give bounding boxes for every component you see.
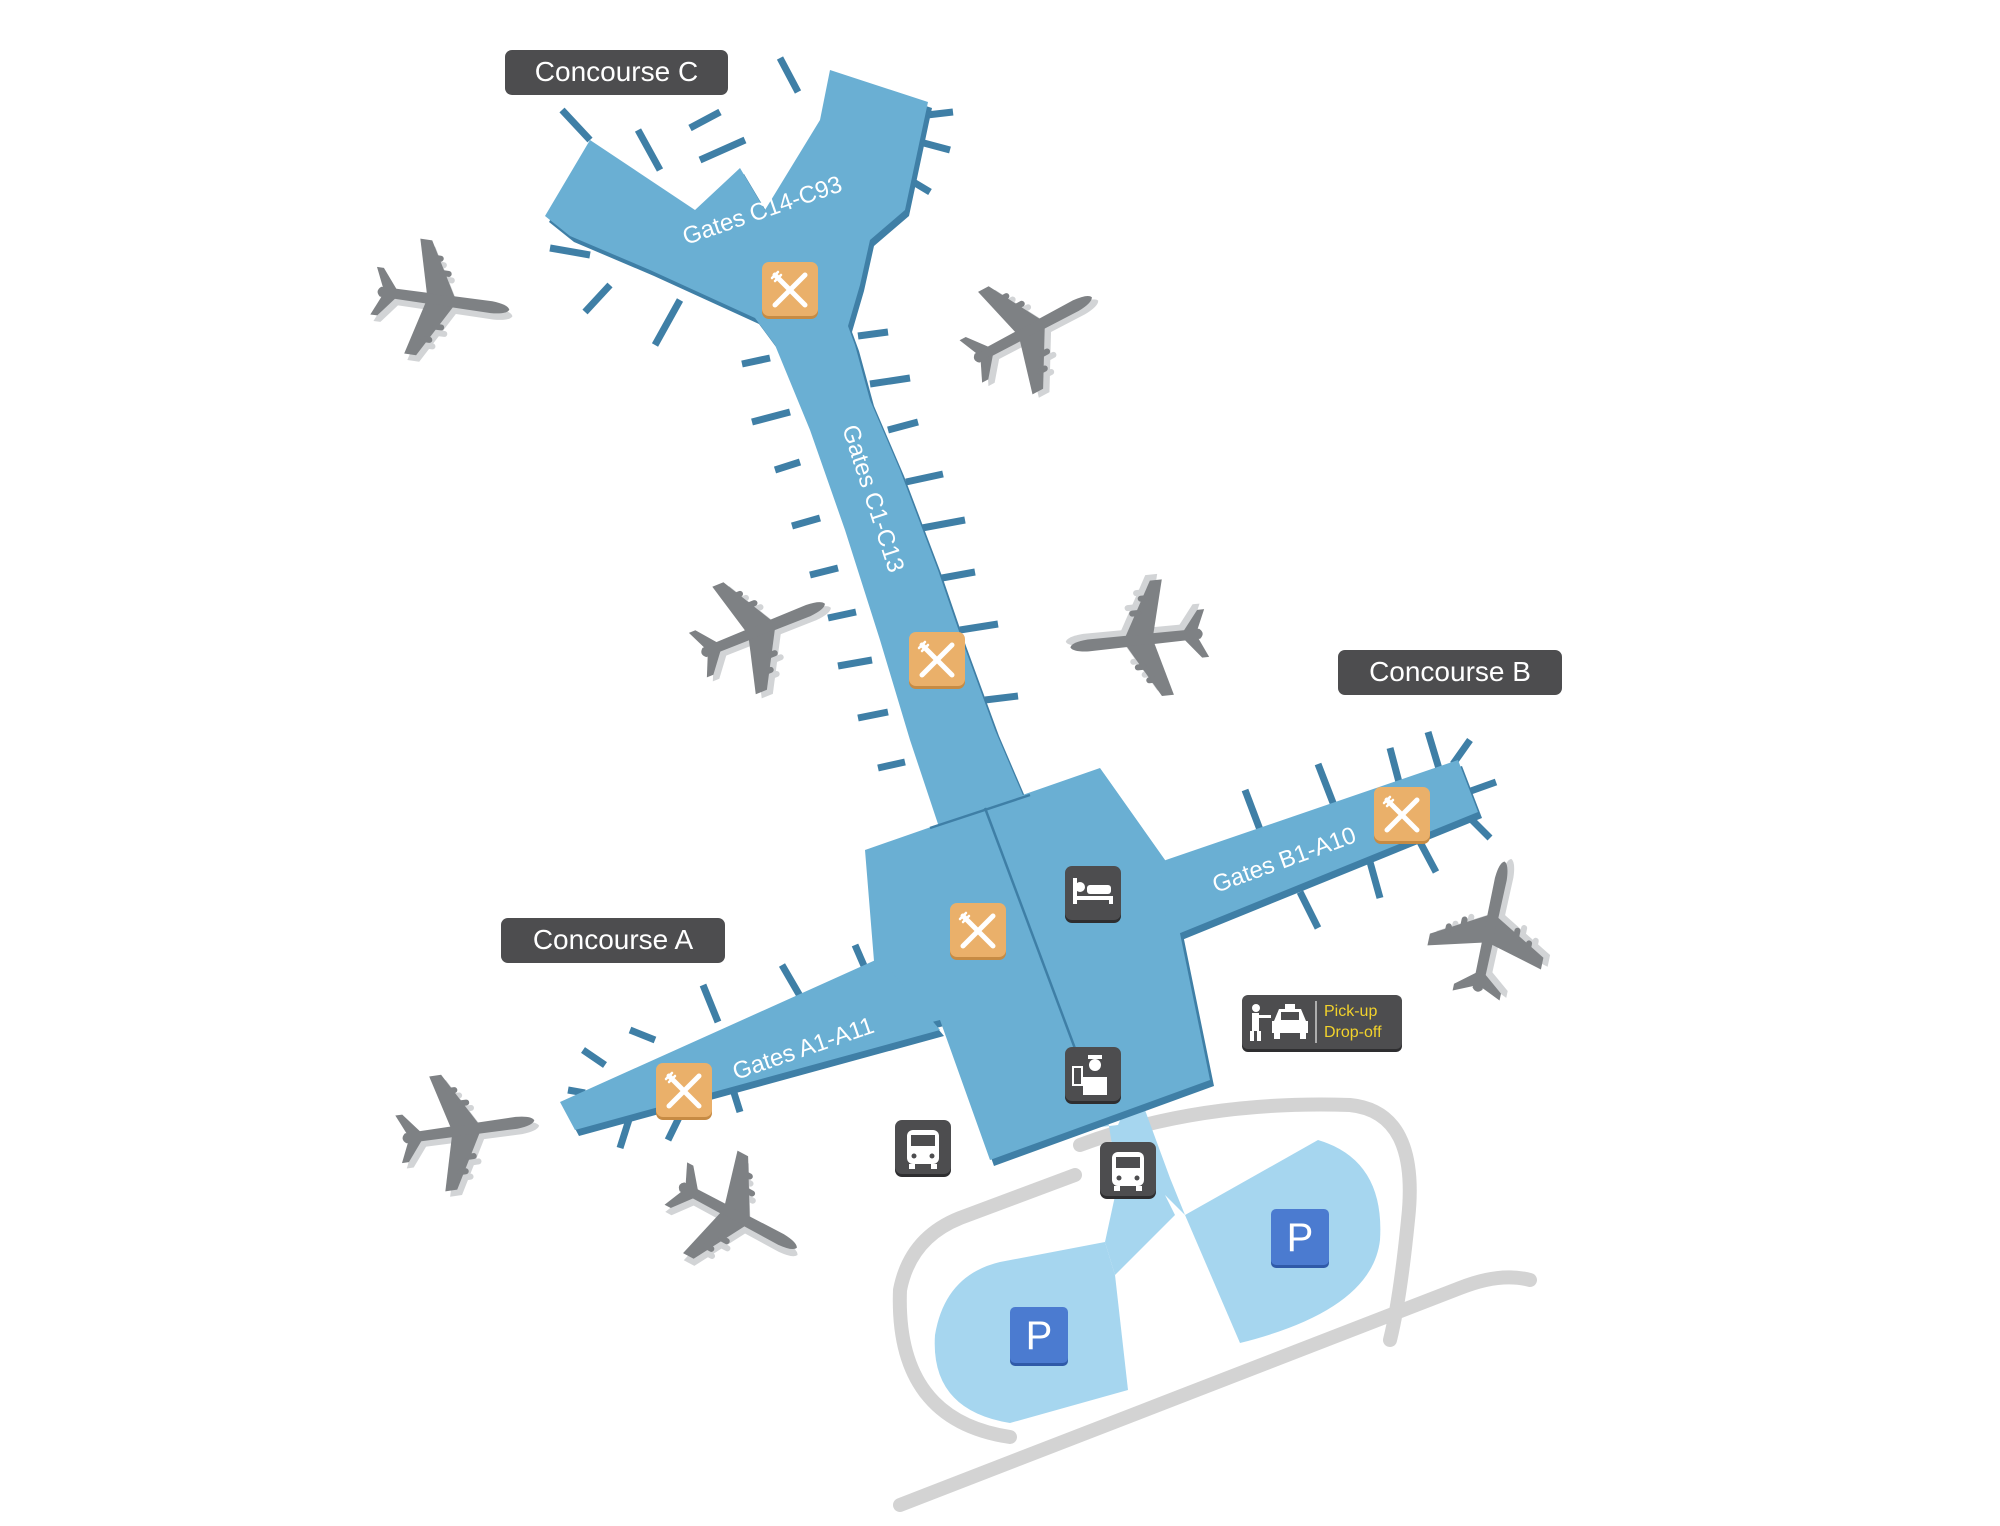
airplane-icon [391,1062,548,1202]
parking-icon: P [1010,1307,1068,1366]
hotel-bed-icon [1065,866,1121,923]
restaurant-icon [950,903,1006,960]
bus-icon [895,1120,951,1177]
restaurant-icon [909,632,965,689]
concourse-b-text: Concourse B [1369,656,1531,687]
restaurant-icon [762,262,818,319]
concourse-c-arm [545,70,1025,830]
pickup-dropoff-sign: Pick-up Drop-off [1242,995,1402,1052]
dropoff-label: Drop-off [1324,1024,1382,1041]
concourse-a-label: Concourse A [501,918,725,963]
pickup-label: Pick-up [1324,1003,1377,1020]
parking-icon: P [1271,1209,1329,1268]
concourse-b-label: Concourse B [1338,650,1562,695]
concourse-a-arm [560,958,940,1130]
central-terminal-hub [865,768,1210,1160]
gate-fingers [549,56,1498,1150]
parking-loop-road [892,1097,1417,1444]
concourse-c-text: Concourse C [535,56,698,87]
concourse-a-text: Concourse A [533,924,694,955]
airplane-icon [1419,846,1568,1009]
concourse-c-label: Concourse C [505,50,728,95]
airplane-icon [646,1132,828,1306]
bus-icon [1100,1142,1156,1199]
security-officer-icon [1065,1047,1121,1104]
restaurant-icon [656,1063,712,1120]
main-road [893,1270,1537,1512]
roads [892,1097,1537,1512]
airplane-icon [365,233,522,373]
restaurant-icon [1374,787,1430,844]
taxi-icon [1250,1004,1308,1041]
hub-top-edge [929,793,1031,830]
parking-right-label: P [1287,1216,1314,1260]
airplane-icon [944,244,1126,418]
airplane-icon [1060,569,1213,705]
parking-left-label: P [1026,1314,1053,1358]
